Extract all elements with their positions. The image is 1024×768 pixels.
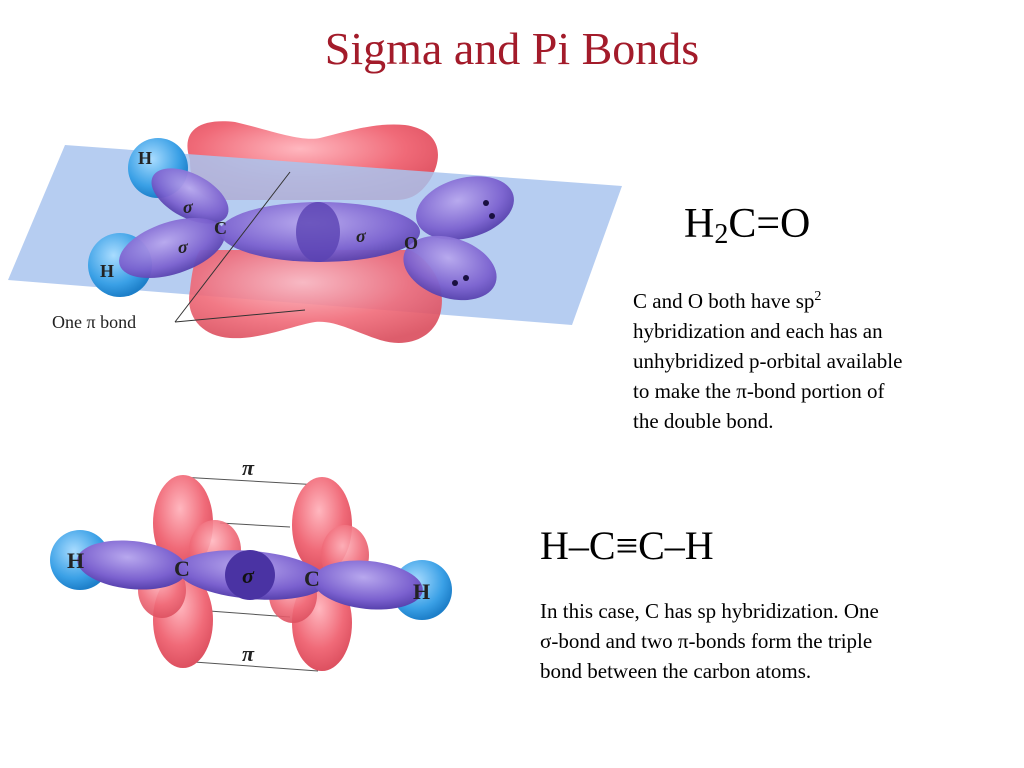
acetylene-orbital-diagram: π π σ H H C C bbox=[50, 455, 460, 685]
label-one-pi-bond: One π bond bbox=[52, 312, 136, 332]
slide-title: Sigma and Pi Bonds bbox=[0, 22, 1024, 75]
formula-rest: C=O bbox=[728, 201, 810, 247]
acetylene-description: In this case, C has sp hybridization. On… bbox=[540, 596, 879, 686]
description-line: C and O both have sp2 bbox=[633, 282, 902, 316]
label-carbon: C bbox=[214, 218, 227, 238]
label-sigma-ch-bottom: σ bbox=[178, 237, 189, 257]
lone-pair-dot bbox=[489, 213, 495, 219]
label-h-left: H bbox=[67, 548, 84, 573]
description-line: unhybridized p-orbital available bbox=[633, 346, 902, 376]
formaldehyde-formula: H2C=O bbox=[684, 200, 810, 251]
formula-subscript: 2 bbox=[714, 219, 728, 250]
label-sigma: σ bbox=[242, 563, 255, 588]
description-line: to make the π-bond portion of bbox=[633, 376, 902, 406]
formaldehyde-orbital-diagram: H H σ σ C σ O One π bond bbox=[0, 100, 640, 360]
description-line: the double bond. bbox=[633, 406, 902, 436]
lone-pair-dot bbox=[452, 280, 458, 286]
lone-pair-dot bbox=[463, 275, 469, 281]
label-pi-top: π bbox=[242, 455, 255, 480]
lone-pair-dot bbox=[483, 200, 489, 206]
label-sigma-co: σ bbox=[356, 226, 367, 246]
formaldehyde-description: C and O both have sp2 hybridization and … bbox=[633, 282, 902, 436]
sigma-co-node bbox=[296, 202, 340, 262]
label-h-right: H bbox=[413, 579, 430, 604]
label-h-bottom: H bbox=[100, 261, 114, 281]
description-line: hybridization and each has an bbox=[633, 316, 902, 346]
description-line: σ-bond and two π-bonds form the triple bbox=[540, 626, 879, 656]
label-oxygen: O bbox=[404, 233, 418, 253]
label-pi-bottom: π bbox=[242, 641, 255, 666]
acetylene-formula: H–C≡C–H bbox=[540, 522, 714, 569]
description-line: In this case, C has sp hybridization. On… bbox=[540, 596, 879, 626]
label-sigma-ch-top: σ bbox=[183, 197, 194, 217]
superscript: 2 bbox=[814, 289, 821, 304]
label-c-left: C bbox=[174, 556, 190, 581]
label-c-right: C bbox=[304, 566, 320, 591]
description-line: bond between the carbon atoms. bbox=[540, 656, 879, 686]
formula-h: H bbox=[684, 201, 714, 247]
label-h-top: H bbox=[138, 148, 152, 168]
